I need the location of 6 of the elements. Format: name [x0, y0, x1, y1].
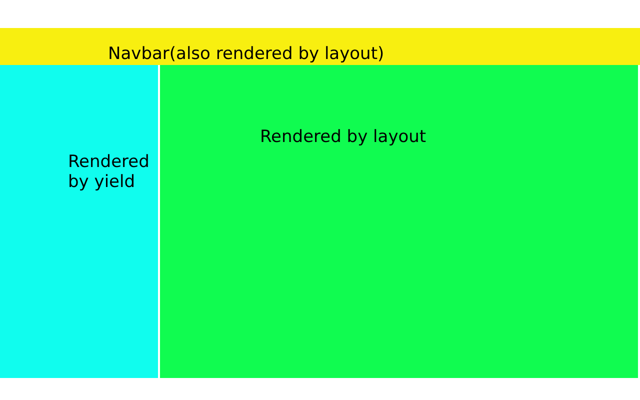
content-panel — [160, 65, 638, 378]
section-label: Navbar(also rendered by layout) — [108, 44, 384, 64]
sidebar-panel — [0, 65, 158, 378]
navbar-band — [0, 28, 640, 65]
section-label: Rendered by yield — [68, 152, 150, 192]
section-label: Rendered by layout — [260, 127, 426, 147]
